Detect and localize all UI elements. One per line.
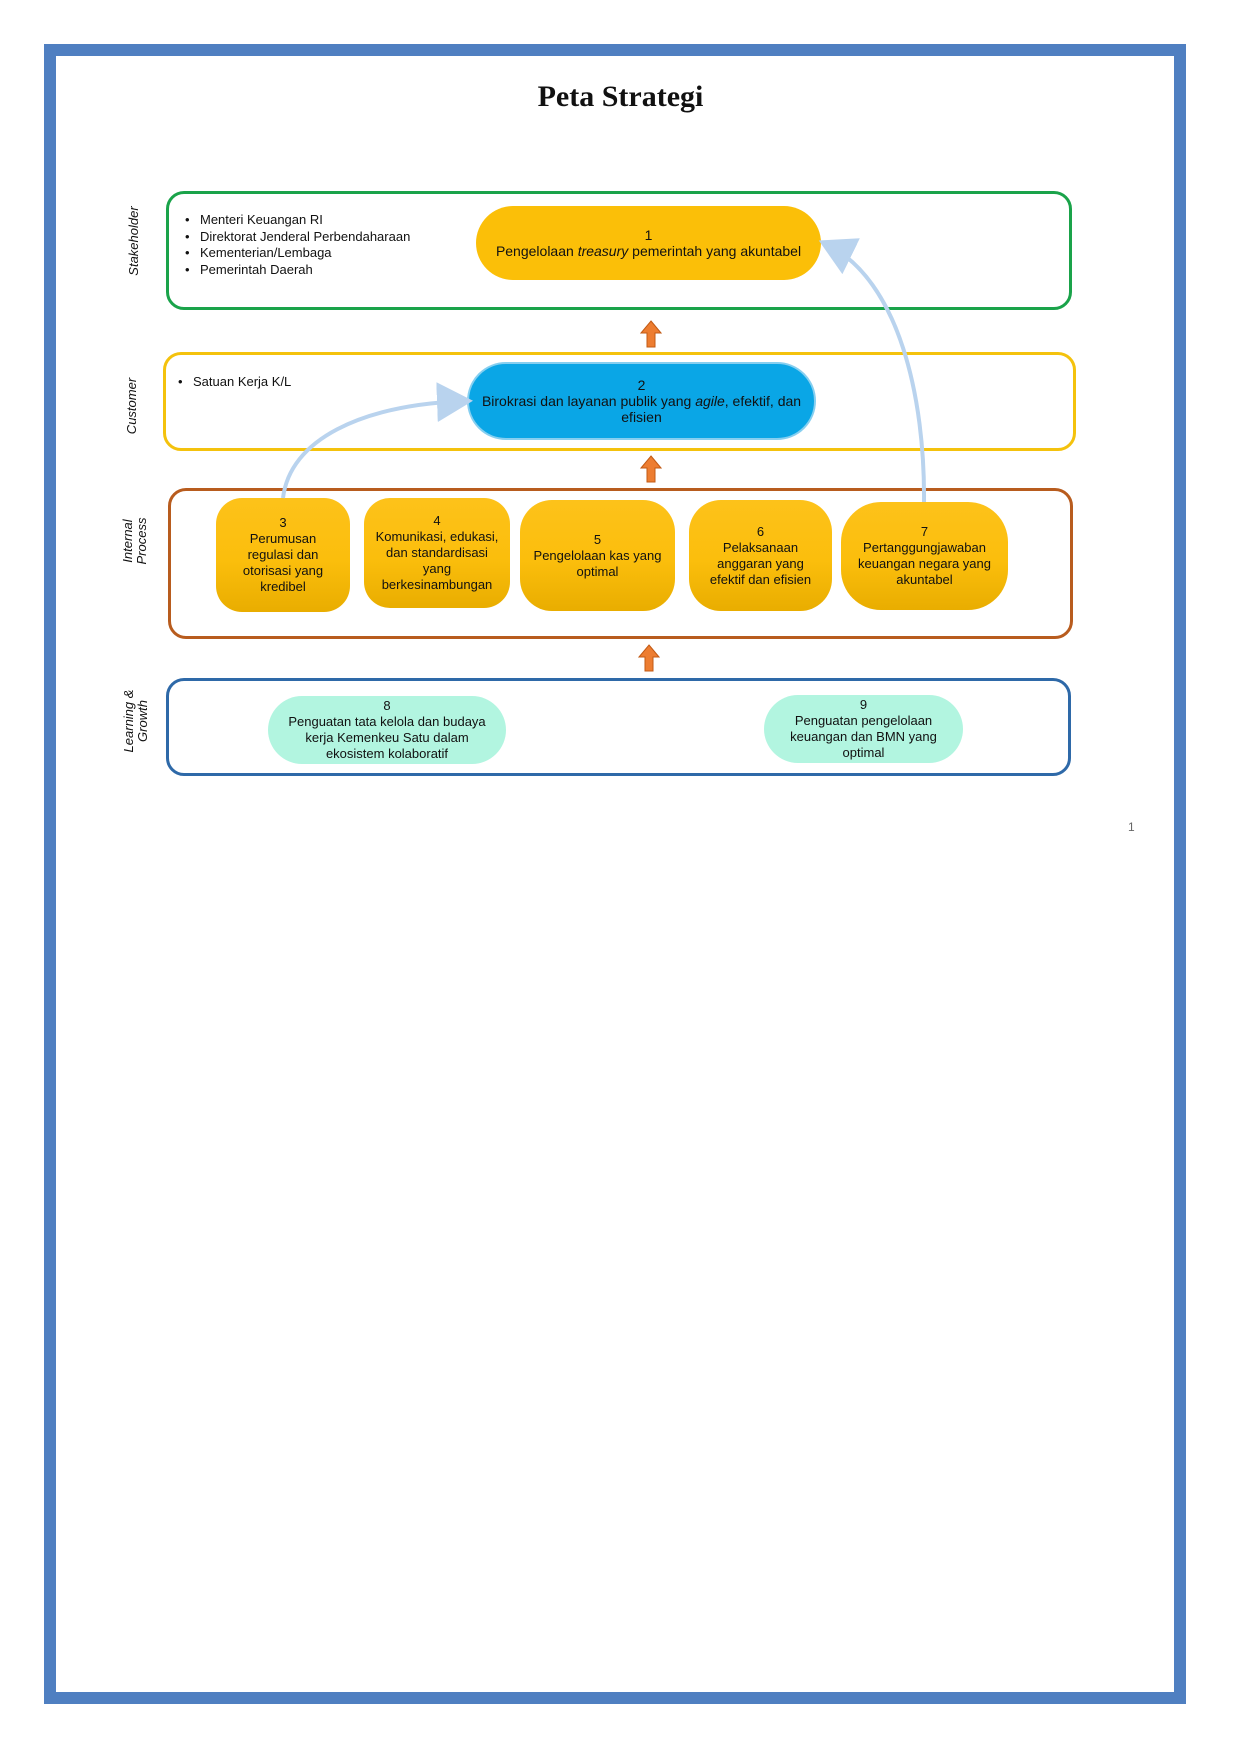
objective-5: 5 Pengelolaan kas yang optimal [520, 500, 675, 611]
objective-number: 6 [756, 523, 765, 539]
objective-label: Komunikasi, edukasi, dan standardisasi y… [375, 529, 499, 592]
objective-2: 2 Birokrasi dan layanan publik yang agil… [467, 362, 816, 440]
objective-number: 3 [279, 515, 287, 530]
up-arrow-icon [640, 455, 662, 483]
page-title: Peta Strategi [537, 80, 704, 113]
connector-3-to-2 [281, 382, 473, 499]
objective-label: Penguatan tata kelola dan budaya kerja K… [288, 714, 486, 761]
stakeholder-bullet: Menteri Keuangan RI [185, 212, 410, 229]
objective-3: 3 Perumusan regulasi dan otorisasi yang … [216, 498, 350, 612]
objective-8: 8 Penguatan tata kelola dan budaya kerja… [268, 696, 506, 764]
objective-7: 7 Pertanggungjawaban keuangan negara yan… [841, 502, 1008, 610]
objective-9: 9 Penguatan pengelolaan keuangan dan BMN… [764, 695, 963, 763]
objective-label: Perumusan regulasi dan otorisasi yang kr… [242, 531, 324, 594]
connector-7-to-1 [818, 238, 927, 503]
objective-number: 7 [920, 524, 929, 539]
objective-6: 6 Pelaksanaan anggaran yang efektif dan … [689, 500, 832, 611]
objective-label: Penguatan pengelolaan keuangan dan BMN y… [790, 713, 937, 760]
objective-number: 4 [433, 513, 441, 528]
customer-bullet: Satuan Kerja K/L [178, 374, 291, 391]
page-number: 1 [1128, 820, 1135, 834]
stakeholder-bullet: Kementerian/Lembaga [185, 245, 410, 262]
up-arrow-icon [640, 320, 662, 348]
objective-number: 8 [383, 698, 391, 713]
objective-number: 1 [644, 227, 653, 243]
objective-label: Pengelolaan kas yang optimal [533, 547, 662, 579]
objective-1: 1 Pengelolaan treasury pemerintah yang a… [476, 206, 821, 280]
stakeholder-bullet: Pemerintah Daerah [185, 262, 410, 279]
up-arrow-icon [638, 644, 660, 672]
objective-number: 5 [593, 531, 602, 547]
page-frame [44, 44, 1186, 1704]
stakeholder-bullets: Menteri Keuangan RI Direktorat Jenderal … [185, 212, 410, 278]
customer-bullets: Satuan Kerja K/L [178, 374, 291, 391]
objective-number: 9 [859, 697, 868, 712]
objective-label: Birokrasi dan layanan publik yang agile,… [481, 393, 802, 425]
objective-4: 4 Komunikasi, edukasi, dan standardisasi… [364, 498, 510, 608]
objective-label: Pelaksanaan anggaran yang efektif dan ef… [709, 539, 812, 587]
objective-label: Pengelolaan treasury pemerintah yang aku… [495, 243, 802, 259]
objective-label: Pertanggungjawaban keuangan negara yang … [857, 540, 991, 587]
objective-number: 2 [637, 377, 646, 393]
stakeholder-bullet: Direktorat Jenderal Perbendaharaan [185, 229, 410, 246]
